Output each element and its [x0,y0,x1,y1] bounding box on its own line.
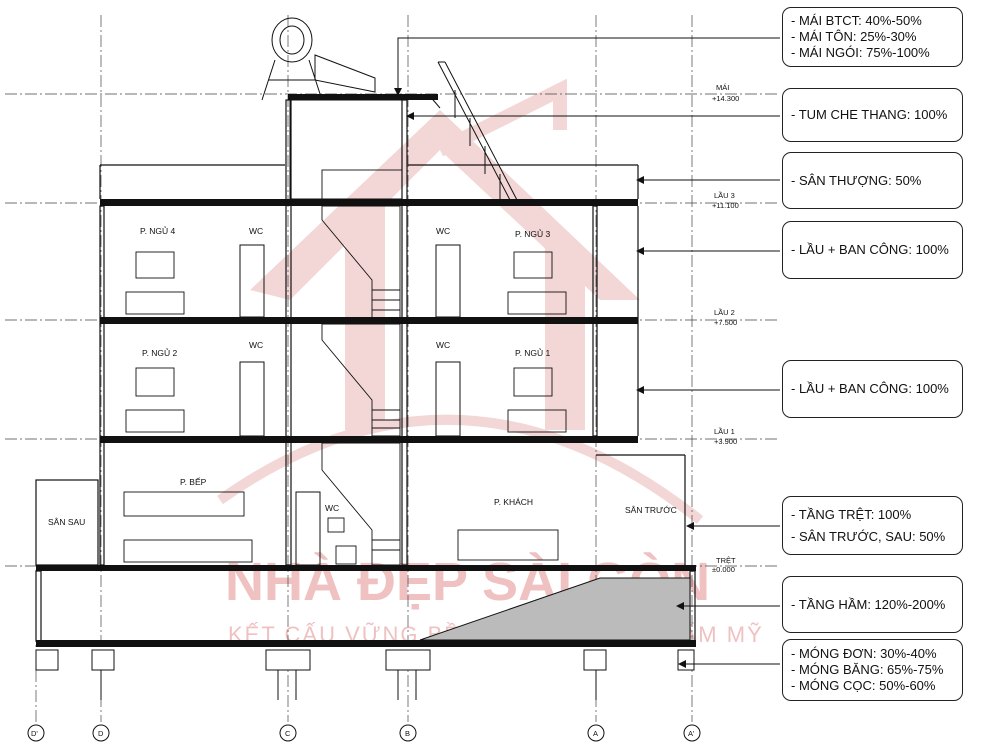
callout-ground-line-2: - SÂN TRƯỚC, SAU: 50% [791,528,946,544]
level-ground-elev: ±0.000 [712,565,735,574]
callout-basement: - TẦNG HẦM: 120%-200% [782,576,963,633]
callout-terrace-line-1: - SÂN THƯỢNG: 50% [791,172,922,188]
callout-upper-floor-b-line-1: - LẦU + BAN CÔNG: 100% [791,381,949,396]
axis-label-d: D [98,729,104,738]
room-kitchen: P. BẾP [180,477,207,487]
level-floor2-elev: +7.500 [714,318,737,327]
room-bed3: P. NGỦ 3 [515,228,551,239]
axis-label-b: B [405,729,410,738]
leader-arrowheads [394,88,694,668]
level-floor3-name: LẦU 3 [714,190,735,200]
callout-foundation: - MÓNG ĐƠN: 30%-40% - MÓNG BĂNG: 65%-75%… [782,639,963,701]
room-living: P. KHÁCH [494,497,533,507]
furniture [123,251,567,565]
callout-terrace: - SÂN THƯỢNG: 50% [782,152,963,209]
axis-label-a-prime: A' [688,729,695,738]
room-front-yard: SÂN TRƯỚC [625,505,677,515]
doors [239,244,461,566]
level-labels: MÁI +14.300 LẦU 3 +11.100 LẦU 2 +7.500 L… [712,83,739,574]
room-wc-ground: WC [325,503,339,513]
level-floor3-elev: +11.100 [712,201,739,210]
level-floor1-elev: +3.900 [714,437,737,446]
room-wc-l3-left: WC [249,226,263,236]
roof-parapet [289,99,403,200]
level-floor1-name: LẦU 1 [714,426,735,436]
callout-foundation-line-1: - MÓNG ĐƠN: 30%-40% [791,646,937,661]
callout-upper-floor-b: - LẦU + BAN CÔNG: 100% [782,360,963,418]
room-labels: P. NGỦ 4 WC WC P. NGỦ 3 P. NGỦ 2 WC WC P… [48,225,677,527]
callout-roof-line-2: - MÁI TÔN: 25%-30% [791,29,917,44]
room-wc-l2-right: WC [436,340,450,350]
basement-ramp [419,577,691,641]
level-roof-name: MÁI [716,83,729,92]
level-ground-name: TRỆT [716,556,736,565]
axis-label-d-prime: D' [31,729,38,738]
level-floor2-name: LẦU 2 [714,307,735,317]
callout-ground-line-1: - TẦNG TRỆT: 100% [791,506,912,522]
room-bed1: P. NGỦ 1 [515,347,551,358]
callout-foundation-line-2: - MÓNG BĂNG: 65%-75% [791,662,944,677]
callout-foundation-line-3: - MÓNG CỌC: 50%-60% [791,678,936,693]
callout-roof-line-3: - MÁI NGÓI: 75%-100% [791,45,930,60]
callout-stair-cover: - TUM CHE THANG: 100% [782,88,963,142]
callout-basement-line-1: - TẦNG HẦM: 120%-200% [791,596,946,612]
callout-upper-floor-a: - LẦU + BAN CÔNG: 100% [782,221,963,279]
room-back-yard: SÂN SAU [48,517,85,527]
foundations [35,649,695,700]
axis-label-a: A [593,729,598,738]
roof-handrail [427,61,518,201]
callout-ground: - TẦNG TRỆT: 100% - SÂN TRƯỚC, SAU: 50% [782,496,963,555]
callout-stair-cover-line-1: - TUM CHE THANG: 100% [791,107,948,122]
axis-label-c: C [285,729,291,738]
room-bed2: P. NGỦ 2 [142,347,178,358]
callout-roof: - MÁI BTCT: 40%-50% - MÁI TÔN: 25%-30% -… [782,7,963,67]
room-wc-l3-right: WC [436,226,450,236]
callout-upper-floor-a-line-1: - LẦU + BAN CÔNG: 100% [791,242,949,257]
callout-roof-line-1: - MÁI BTCT: 40%-50% [791,13,922,28]
room-bed4: P. NGỦ 4 [140,225,176,236]
level-roof-elev: +14.300 [712,94,739,103]
leader-lines [397,37,780,665]
grid-axis-bubbles: D' D C B A A' [27,724,701,742]
water-tank [261,17,376,101]
room-wc-l2-left: WC [249,340,263,350]
floor-slabs [36,94,696,647]
